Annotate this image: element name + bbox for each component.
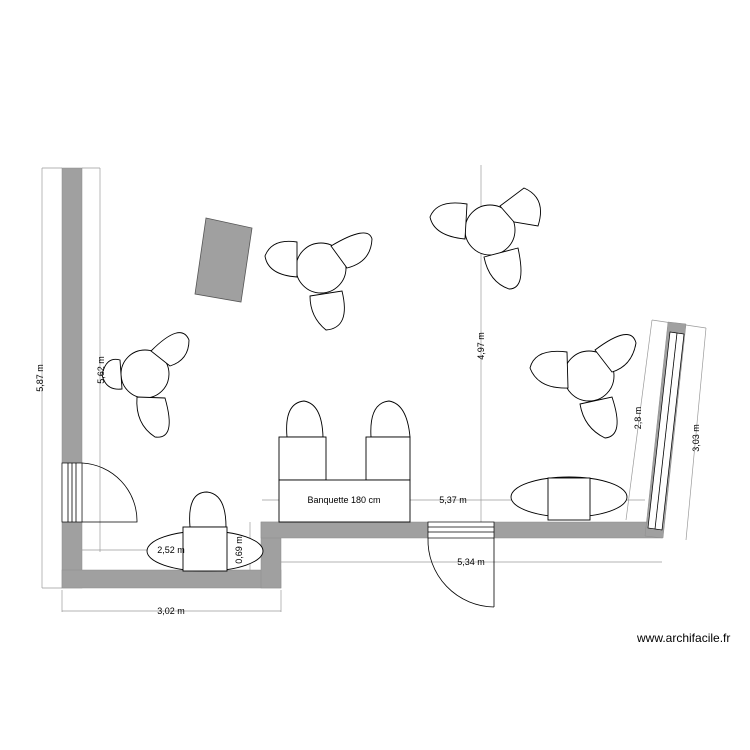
front-door (427, 521, 495, 608)
table-group-1 (264, 232, 373, 331)
dim-inner-front-width: 5,37 m (439, 495, 467, 505)
watermark-text[interactable]: www.archifacile.fr (637, 631, 731, 645)
dim-outer-front-width: 5,34 m (457, 557, 485, 567)
dim-center-height: 4,97 m (476, 332, 486, 360)
dim-alcove-inner-width: 2,52 m (157, 545, 185, 555)
dim-alcove-depth: 0,69 m (234, 536, 244, 564)
dim-right-outer: 3,03 m (691, 424, 701, 452)
dim-bottom-left-width: 3,02 m (157, 606, 185, 616)
table-group-4 (529, 334, 637, 439)
banquette (278, 400, 411, 523)
cabinet (194, 217, 253, 303)
table-group-3 (101, 332, 190, 438)
oval-table-right (510, 476, 628, 521)
dim-right-inner: 2,8 m (633, 407, 643, 430)
dim-inner-left-height: 5,62 m (96, 356, 106, 384)
dim-outer-left-height: 5,87 m (35, 364, 45, 392)
table-group-2 (429, 187, 541, 290)
left-door (61, 462, 138, 523)
alcove-table (146, 491, 264, 572)
banquette-label: Banquette 180 cm (307, 495, 380, 505)
right-window (647, 331, 685, 531)
